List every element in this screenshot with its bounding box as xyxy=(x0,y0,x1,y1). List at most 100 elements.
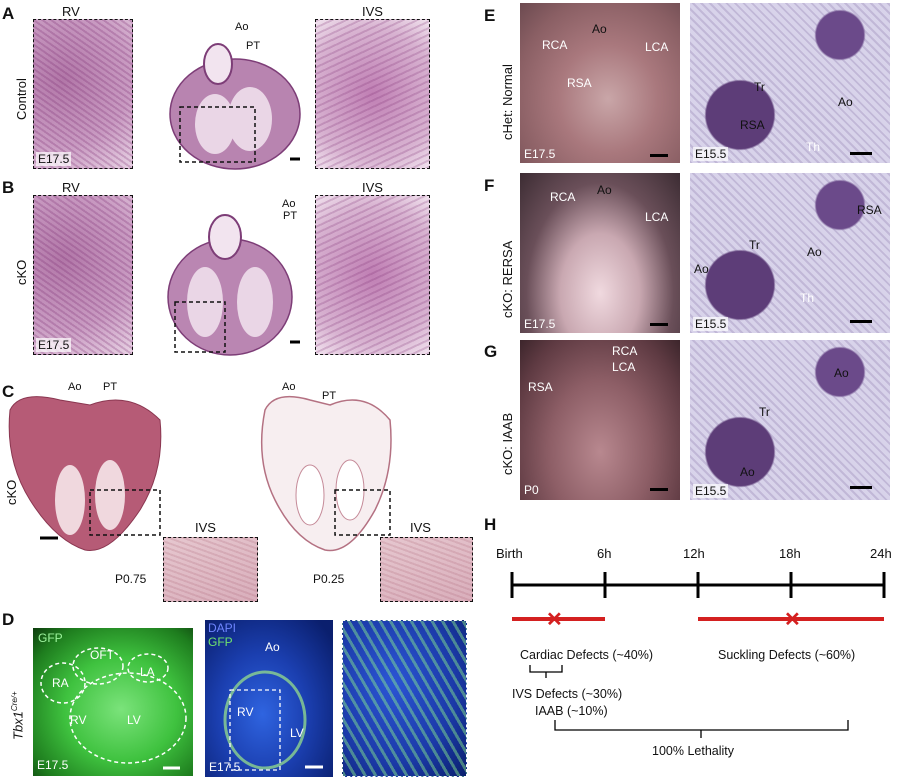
panel-c-heart-section-1 xyxy=(8,396,162,551)
timeline-label-12h: 12h xyxy=(683,546,705,561)
panel-f-letter: F xyxy=(484,176,495,195)
suckling-x-mark: ✕ xyxy=(784,609,801,631)
lethality-text: 100% Lethality xyxy=(652,744,735,758)
panel-g-tr-label: Tr xyxy=(759,405,770,419)
panel-f-rca-label: RCA xyxy=(550,190,576,204)
panel-h-letter: H xyxy=(484,515,497,534)
cardiac-defects-text: Cardiac Defects (~40%) xyxy=(520,648,654,662)
panel-a-row-label: Control xyxy=(14,78,29,120)
panel-c-ao-label-2: Ao xyxy=(282,381,296,393)
panel-e-photo xyxy=(520,3,680,163)
panel-d-rv-label: RV xyxy=(70,713,87,727)
panel-f-ao-right2-label: Ao xyxy=(694,262,709,276)
panel-g-rca-label: RCA xyxy=(612,344,638,358)
panel-d-gfp-image xyxy=(33,628,193,776)
timeline-label-18h: 18h xyxy=(779,546,801,561)
panel-d-dapi-zoom xyxy=(342,620,467,777)
panel-b-heart-section xyxy=(167,214,300,356)
panel-f-row-label: cKO: RERSA xyxy=(500,240,515,318)
panel-c-pt-label-2: PT xyxy=(322,390,337,402)
panel-e-ao-right-label: Ao xyxy=(838,95,853,109)
panel-g-rsa-label: RSA xyxy=(528,380,553,394)
lethality-brace xyxy=(554,720,849,738)
panel-c-pt-label-1: PT xyxy=(103,381,118,393)
panel-g-photo xyxy=(520,340,680,500)
panel-f-stage-right: E15.5 xyxy=(693,317,729,331)
panel-d-lv2-label: LV xyxy=(290,726,304,740)
panel-e-row-label: cHet: Normal xyxy=(500,64,515,140)
panel-g-row-label: cKO: IAAB xyxy=(500,412,515,475)
panel-d-ra-label: RA xyxy=(52,676,69,690)
panel-d-dapi-image xyxy=(205,620,333,777)
panel-e-ao-label: Ao xyxy=(592,22,607,36)
panel-e-tr-label: Tr xyxy=(754,80,765,94)
panel-f-photo xyxy=(520,173,680,333)
cardiac-brace xyxy=(529,665,563,678)
panel-b-stage: E17.5 xyxy=(36,338,72,352)
panel-g-letter: G xyxy=(484,342,498,361)
panel-a-ivs-zoom xyxy=(315,19,430,169)
panel-a-ao-label: Ao xyxy=(235,21,249,33)
panel-d-rv2-label: RV xyxy=(237,705,254,719)
panel-g-stage-left: P0 xyxy=(524,483,539,497)
panel-f-th-label: Th xyxy=(800,291,815,305)
panel-f-scale-right xyxy=(850,320,872,323)
panel-f-ao-right1-label: Ao xyxy=(807,245,822,259)
panel-d-dapi-overlay xyxy=(223,670,323,771)
timeline-label-24h: 24h xyxy=(870,546,892,561)
panel-a-ivs-label: IVS xyxy=(362,4,383,19)
panel-f-scale-left xyxy=(650,323,668,326)
panel-c-ao-label-1: Ao xyxy=(68,381,82,393)
panel-f-lca-label: LCA xyxy=(645,210,669,224)
panel-c-age-2: P0.25 xyxy=(313,572,345,586)
panel-b-pt-label: PT xyxy=(283,210,298,222)
panel-c-ivs-zoom-2 xyxy=(380,537,473,602)
panel-d-gfp-label: GFP xyxy=(38,631,63,645)
panel-g-scale-left xyxy=(650,488,668,491)
panel-c-ivs-label-1: IVS xyxy=(195,520,216,535)
panel-d-stage-2: E17.5 xyxy=(209,760,241,774)
panel-g-scale-right xyxy=(850,486,872,489)
panel-d-lv-label: LV xyxy=(127,713,141,727)
panel-c-heart-section-2 xyxy=(260,395,392,552)
panel-d-genotype: Tbx1Cre/+ xyxy=(10,691,26,740)
panel-d-outline xyxy=(40,647,187,770)
panel-d-ao-label: Ao xyxy=(265,640,280,654)
panel-b-ivs-zoom xyxy=(315,195,430,355)
panel-e-rca-label: RCA xyxy=(542,38,568,52)
ivs-defects-text: IVS Defects (~30%) xyxy=(512,687,623,701)
panel-f-tr-label: Tr xyxy=(749,238,760,252)
panel-f-histology xyxy=(690,173,890,333)
panel-b-row-label: cKO xyxy=(14,259,29,285)
panel-f-rsa-right-label: RSA xyxy=(857,203,882,217)
panel-e-lca-label: LCA xyxy=(645,40,669,54)
panel-b-letter: B xyxy=(2,178,15,197)
panel-d-stage-1: E17.5 xyxy=(37,758,69,772)
panel-e-scale-left xyxy=(650,154,668,157)
panel-d-la-label: LA xyxy=(140,665,155,679)
panel-g-ao-right1-label: Ao xyxy=(834,366,849,380)
suckling-defects-text: Suckling Defects (~60%) xyxy=(718,648,856,662)
panel-b-ao-label: Ao xyxy=(282,198,296,210)
panel-f-ao-label: Ao xyxy=(597,183,612,197)
panel-e-rsa-label: RSA xyxy=(567,76,592,90)
panel-d-oft-label: OFT xyxy=(90,648,114,662)
panel-e-histology xyxy=(690,3,890,163)
panel-e-th-label: Th xyxy=(806,140,821,154)
panel-d-gfp2-label: GFP xyxy=(208,635,233,649)
panel-a-heart-section xyxy=(169,43,301,170)
panel-g-ao-right2-label: Ao xyxy=(740,465,755,479)
panel-a-letter: A xyxy=(2,4,15,23)
panel-g-histology xyxy=(690,340,890,500)
panel-b-rv-label: RV xyxy=(62,180,80,195)
timeline-graphic xyxy=(510,572,886,738)
panel-b-rv-zoom xyxy=(33,195,133,355)
panel-a-stage: E17.5 xyxy=(36,152,72,166)
panel-d-letter: D xyxy=(2,610,15,629)
panel-a-pt-label: PT xyxy=(246,40,261,52)
iaab-text: IAAB (~10%) xyxy=(535,704,608,718)
panel-b-ivs-label: IVS xyxy=(362,180,383,195)
panel-e-stage-left: E17.5 xyxy=(524,147,556,161)
panel-a-rv-zoom xyxy=(33,19,133,169)
panel-e-stage-right: E15.5 xyxy=(693,147,729,161)
